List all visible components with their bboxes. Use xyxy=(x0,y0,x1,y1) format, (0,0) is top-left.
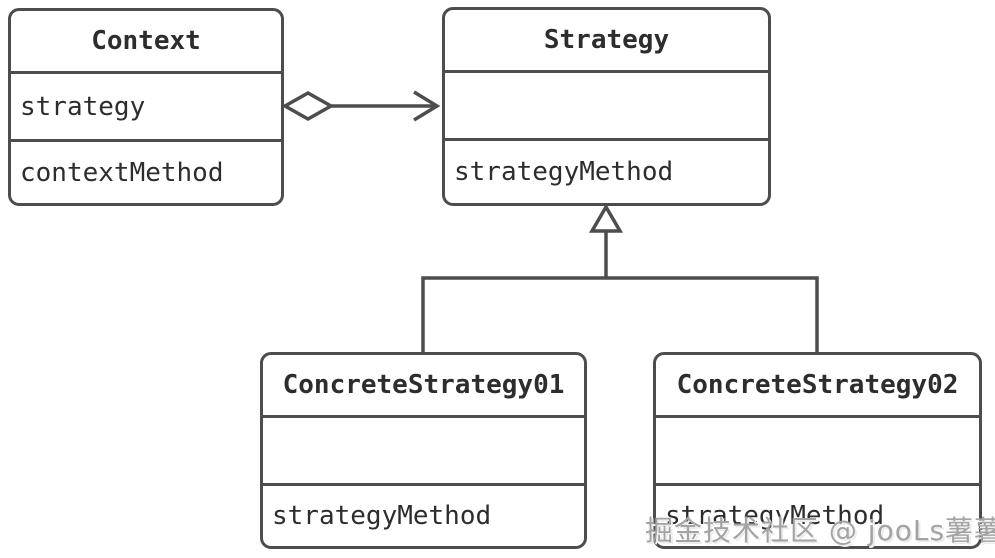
class-method: strategyMethod xyxy=(263,483,584,546)
watermark: 掘金技术社区 @ jooLs薯薯熹 xyxy=(645,514,995,547)
aggregation-arrow xyxy=(281,90,441,122)
inheritance-branch-line xyxy=(421,276,819,352)
class-method: strategyMethod xyxy=(445,138,768,203)
class-title: ConcreteStrategy02 xyxy=(676,370,959,400)
class-box-strategy: Strategy strategyMethod xyxy=(442,7,771,206)
class-method: strategyMethod xyxy=(656,483,979,546)
class-attribute: strategy xyxy=(11,71,281,139)
open-arrowhead-icon xyxy=(413,90,441,122)
inheritance-triangle-icon xyxy=(588,203,624,233)
aggregation-diamond-icon xyxy=(281,90,335,122)
class-box-concrete-strategy-02: ConcreteStrategy02 strategyMethod xyxy=(653,352,982,549)
class-title: Context xyxy=(91,26,201,56)
class-title: ConcreteStrategy01 xyxy=(282,370,565,400)
class-attribute xyxy=(656,415,979,483)
class-title: Strategy xyxy=(543,25,670,55)
class-attribute xyxy=(445,70,768,138)
inheritance-connector xyxy=(421,203,819,352)
class-box-context: Context strategy contextMethod xyxy=(8,8,284,206)
class-attribute xyxy=(263,415,584,483)
class-box-concrete-strategy-01: ConcreteStrategy01 strategyMethod xyxy=(260,352,587,549)
class-method: contextMethod xyxy=(11,139,281,203)
